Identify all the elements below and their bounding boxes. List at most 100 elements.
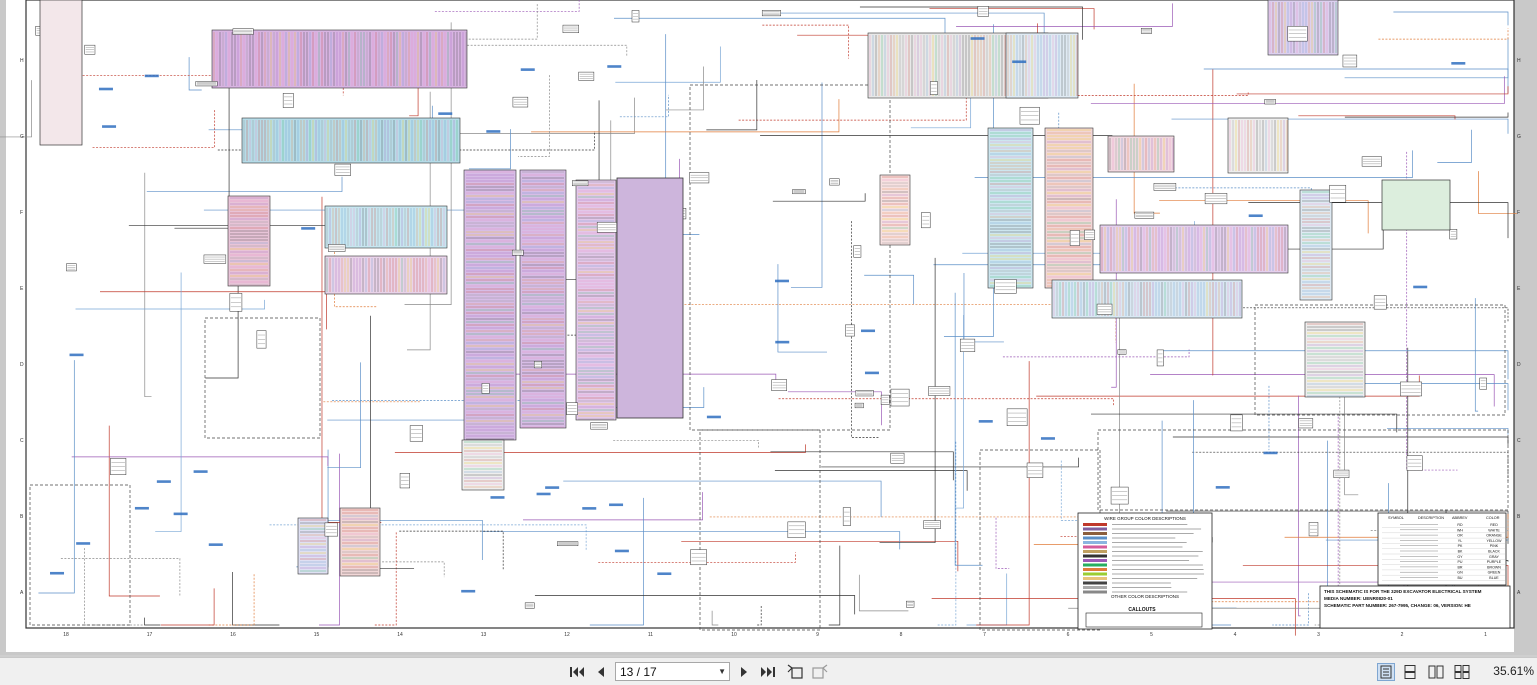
- grid-column-label: 17: [147, 632, 153, 638]
- color-abbrev: BK: [1458, 550, 1463, 554]
- title-line-1: THIS SCHEMATIC IS FOR THE 329D EXCAVATOR…: [1324, 589, 1482, 594]
- ecm-connector-block: [616, 177, 684, 419]
- grid-column-label: 12: [564, 632, 570, 638]
- forward-view-icon: [812, 664, 828, 679]
- left-connector-panel: [39, 0, 83, 146]
- color-abbrev: GN: [1457, 571, 1463, 575]
- callouts-title: CALLOUTS: [1128, 607, 1156, 613]
- last-page-icon: [761, 667, 775, 677]
- next-page-button[interactable]: [735, 663, 753, 681]
- continuous-facing-icon: [1454, 665, 1470, 679]
- forward-view-button[interactable]: [811, 663, 829, 681]
- grid-row-label: D: [20, 362, 24, 368]
- facing-view-button[interactable]: [1427, 663, 1445, 681]
- continuous-page-icon: [1404, 665, 1416, 679]
- color-name: BLUE: [1489, 576, 1499, 580]
- grid-row-label: E: [1517, 286, 1521, 292]
- color-name: YELLOW: [1487, 539, 1503, 543]
- grid-column-label: 11: [648, 632, 653, 638]
- color-name: WHITE: [1488, 528, 1500, 532]
- grid-row-label: C: [20, 438, 24, 444]
- grid-column-label: 4: [1234, 632, 1237, 638]
- title-line-2: MEDIA NUMBER: UENR0820-01: [1324, 596, 1393, 601]
- single-page-icon: [1380, 665, 1392, 679]
- last-page-button[interactable]: [759, 663, 777, 681]
- grid-column-label: 2: [1401, 632, 1404, 638]
- drawing-border: [25, 0, 1515, 629]
- grid-row-label: A: [1517, 590, 1521, 596]
- color-name: GRAY: [1489, 555, 1500, 559]
- green-connector: [1381, 179, 1451, 231]
- wire-group-title: WIRE GROUP COLOR DESCRIPTIONS: [1104, 516, 1186, 521]
- wire-color-legend: WIRE GROUP COLOR DESCRIPTIONS OTHER COLO…: [1077, 512, 1213, 630]
- grid-row-label: G: [1517, 134, 1521, 140]
- grid-column-label: 9: [816, 632, 819, 638]
- grid-column-label: 13: [481, 632, 487, 638]
- continuous-facing-view-button[interactable]: [1453, 663, 1471, 681]
- title-line-3: SCHEMATIC PART NUMBER: 267-7995, CHANGE:…: [1324, 603, 1471, 608]
- symbol-color-table: SYMBOL DESCRIPTION ABBREV COLOR RD RED WH W…: [1377, 512, 1507, 586]
- grid-column-label: 15: [314, 632, 320, 638]
- color-name: PURPLE: [1487, 560, 1502, 564]
- color-name: BROWN: [1487, 565, 1501, 569]
- previous-page-button[interactable]: [592, 663, 610, 681]
- page-number-input[interactable]: [616, 664, 720, 679]
- pdf-toolbar: ▼ 35.61%: [0, 657, 1537, 685]
- grid-column-label: 10: [731, 632, 737, 638]
- grid-row-label: B: [1517, 514, 1521, 520]
- abbrev-header: ABBREV: [1452, 516, 1468, 520]
- grid-row-label: H: [20, 58, 24, 64]
- page-paper: [6, 0, 1514, 652]
- color-abbrev: BR: [1458, 565, 1463, 569]
- color-abbrev: PU: [1458, 560, 1463, 564]
- grid-column-label: 6: [1067, 632, 1070, 638]
- first-page-icon: [570, 667, 584, 677]
- grid-row-label: D: [1517, 362, 1521, 368]
- color-abbrev: PK: [1458, 544, 1463, 548]
- chevron-down-icon[interactable]: ▼: [718, 667, 726, 676]
- grid-column-label: 18: [63, 632, 69, 638]
- grid-column-label: 14: [397, 632, 403, 638]
- description-header: DESCRIPTION: [1418, 516, 1444, 520]
- facing-pages-icon: [1428, 665, 1444, 679]
- color-abbrev: RD: [1457, 523, 1463, 527]
- back-view-icon: [787, 664, 803, 679]
- grid-column-label: 5: [1150, 632, 1153, 638]
- grid-column-label: 16: [230, 632, 236, 638]
- grid-row-label: E: [20, 286, 24, 292]
- color-header: COLOR: [1486, 516, 1500, 520]
- continuous-view-button[interactable]: [1401, 663, 1419, 681]
- next-page-icon: [741, 667, 747, 677]
- color-abbrev: WH: [1457, 528, 1463, 532]
- title-block: THIS SCHEMATIC IS FOR THE 329D EXCAVATOR…: [1319, 585, 1511, 629]
- grid-row-label: F: [20, 210, 23, 216]
- grid-column-label: 8: [900, 632, 903, 638]
- color-name: ORANGE: [1486, 534, 1502, 538]
- color-name: BLACK: [1488, 550, 1500, 554]
- single-page-view-button[interactable]: [1377, 663, 1395, 681]
- grid-row-label: B: [20, 514, 24, 520]
- color-abbrev: OR: [1457, 534, 1463, 538]
- page-selector[interactable]: ▼: [615, 662, 730, 681]
- color-abbrev: GY: [1457, 555, 1463, 559]
- color-name: GREEN: [1488, 571, 1501, 575]
- grid-row-label: C: [1517, 438, 1521, 444]
- previous-page-icon: [598, 667, 604, 677]
- grid-row-label: H: [1517, 58, 1521, 64]
- color-abbrev: BU: [1458, 576, 1463, 580]
- grid-column-label: 7: [983, 632, 986, 638]
- back-view-button[interactable]: [786, 663, 804, 681]
- symbol-header: SYMBOL: [1388, 516, 1404, 520]
- grid-column-label: 1: [1484, 632, 1487, 638]
- first-page-button[interactable]: [568, 663, 586, 681]
- color-name: PINK: [1490, 544, 1499, 548]
- other-color-title: OTHER COLOR DESCRIPTIONS: [1111, 594, 1179, 599]
- grid-column-label: 3: [1317, 632, 1320, 638]
- zoom-level[interactable]: 35.61%: [1493, 664, 1534, 678]
- color-abbrev: YL: [1458, 539, 1462, 543]
- grid-row-label: F: [1517, 210, 1520, 216]
- color-name: RED: [1490, 523, 1498, 527]
